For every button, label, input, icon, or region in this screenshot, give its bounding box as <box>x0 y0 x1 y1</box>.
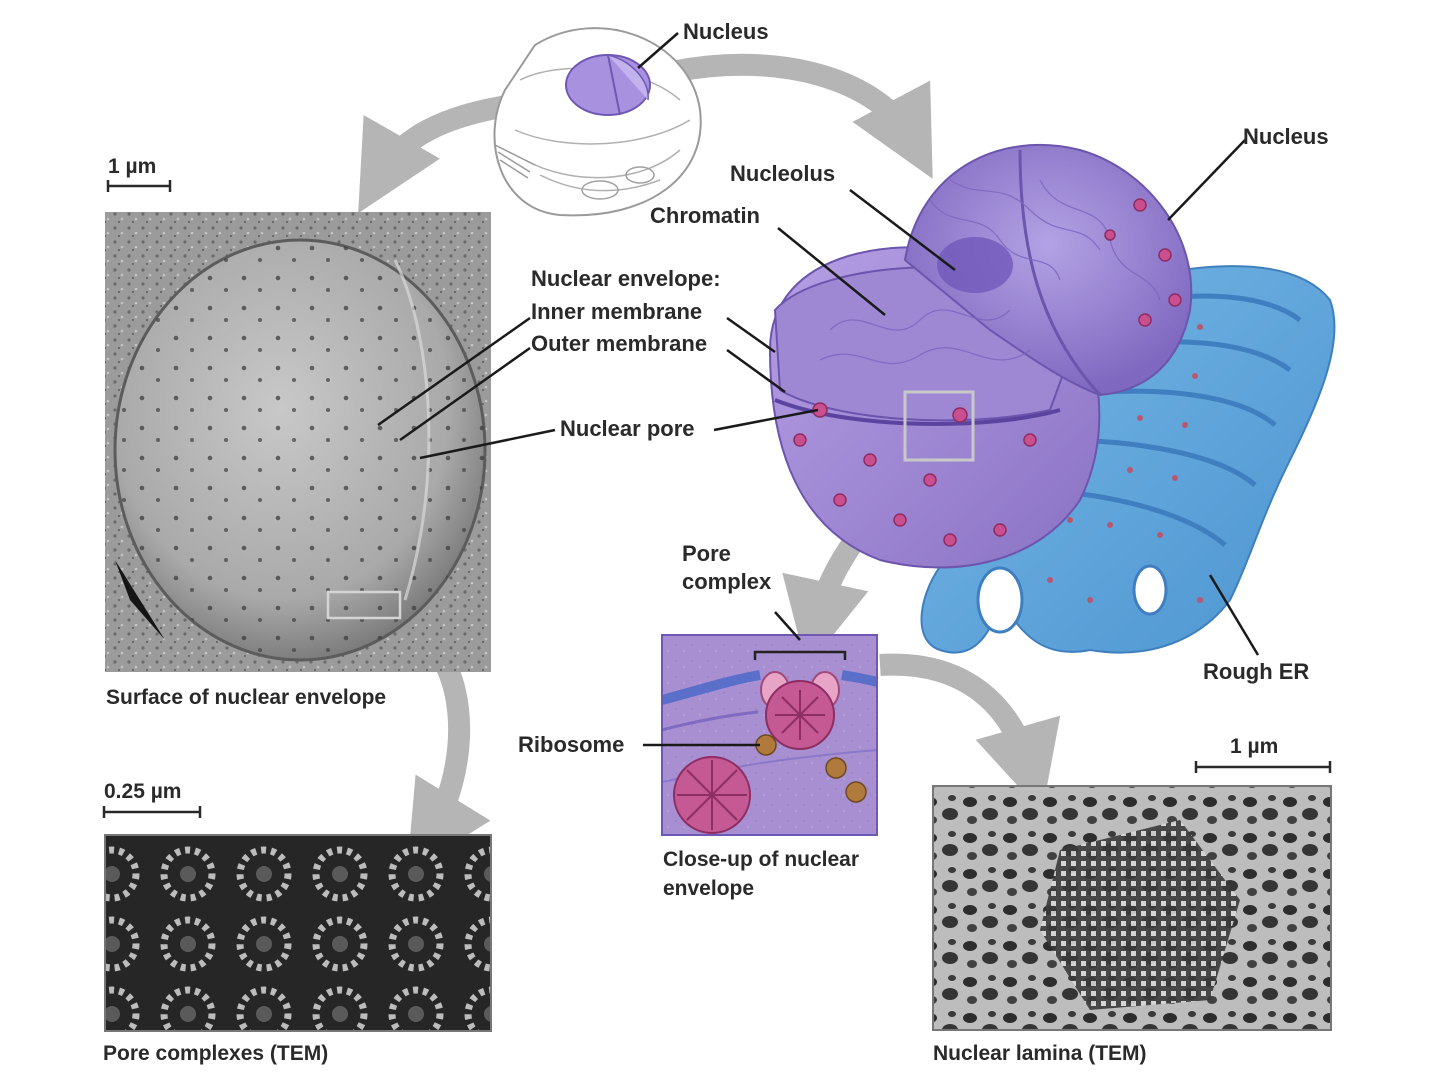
label-nuclear-pore: Nuclear pore <box>560 416 695 441</box>
label-nucleus-main: Nucleus <box>1243 124 1329 149</box>
surface-micrograph <box>105 212 491 672</box>
label-outer-membrane: Outer membrane <box>531 331 708 356</box>
leader-lines <box>377 32 1260 747</box>
label-nucleus-cell: Nucleus <box>683 19 769 44</box>
label-inner-membrane: Inner membrane <box>531 299 703 324</box>
nucleus-cutaway <box>768 143 1193 569</box>
scale-bars <box>102 180 1332 818</box>
label-ribosome: Ribosome <box>518 732 625 757</box>
scalebar-lamina-label: 1 µm <box>1230 735 1279 758</box>
label-pore-complex-2: complex <box>682 569 772 594</box>
label-rough-er: Rough ER <box>1203 659 1310 684</box>
caption-closeup-2: envelope <box>663 877 755 900</box>
label-chromatin: Chromatin <box>650 203 760 228</box>
label-nucleolus: Nucleolus <box>730 161 836 186</box>
caption-pore-complexes: Pore complexes (TEM) <box>103 1042 329 1065</box>
caption-lamina: Nuclear lamina (TEM) <box>933 1042 1147 1065</box>
label-nuclear-envelope: Nuclear envelope: <box>531 266 721 291</box>
nucleolus-blob <box>937 237 1013 293</box>
pore-highlight-box <box>903 390 975 462</box>
label-pore-complex-1: Pore <box>682 541 731 566</box>
caption-closeup-1: Close-up of nuclear <box>663 848 860 871</box>
closeup-envelope <box>660 634 879 836</box>
scalebar-pores-label: 0.25 µm <box>104 780 182 803</box>
pore-complexes-micrograph <box>104 834 492 1032</box>
cell-sketch <box>493 27 702 217</box>
caption-surface: Surface of nuclear envelope <box>106 686 387 709</box>
surface-inset-box <box>326 590 402 620</box>
nuclear-lamina-micrograph <box>932 785 1332 1031</box>
scalebar-surface-label: 1 µm <box>108 155 157 178</box>
